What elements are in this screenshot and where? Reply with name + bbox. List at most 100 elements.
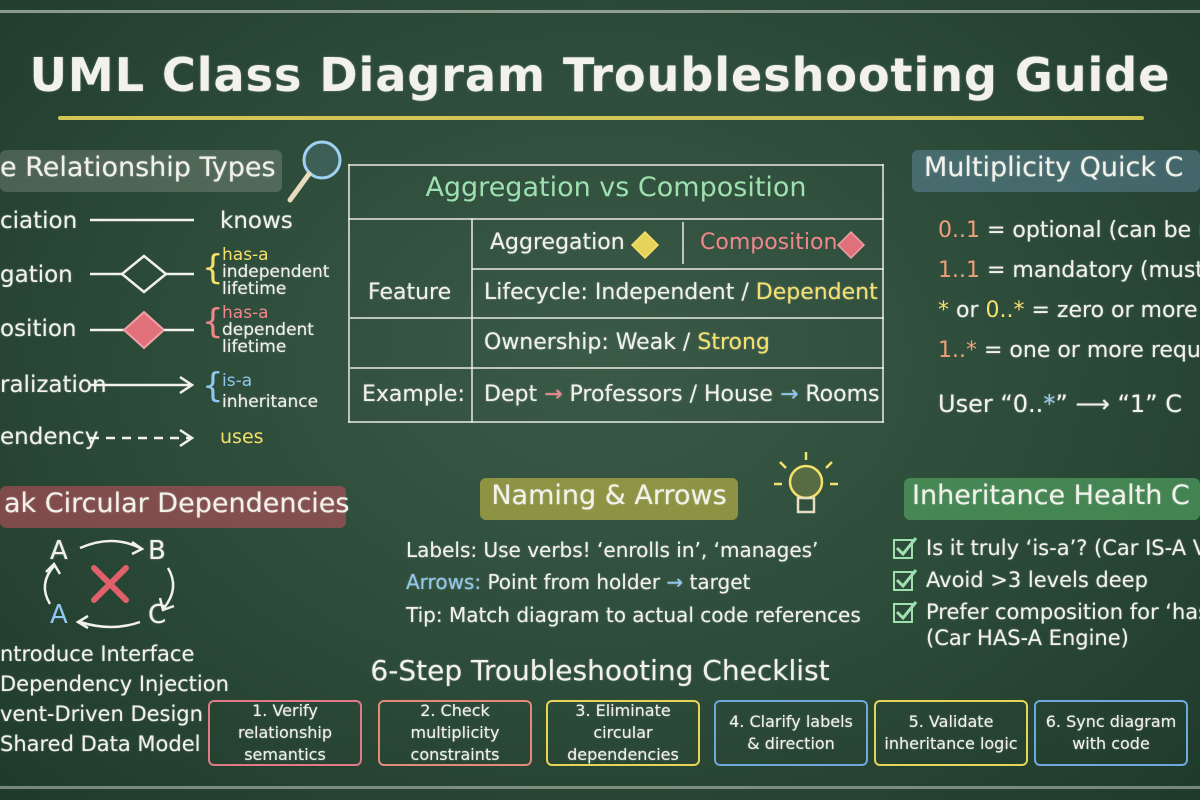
cycle-node: A	[50, 600, 68, 630]
relationship-name: osition	[0, 316, 77, 342]
checklist-step-line: 4. Clarify labels	[729, 712, 853, 731]
example-one: “1”	[1117, 390, 1158, 418]
example-quote: “0..	[1000, 390, 1044, 418]
naming-labels-line: Labels: Use verbs! ‘enrolls in’, ‘manage…	[406, 538, 819, 562]
checklist-step: 4. Clarify labels & direction	[714, 700, 868, 766]
multiplicity-row: 1..1 = mandatory (must e	[938, 258, 1200, 283]
lifecycle-row: Lifecycle: Independent / Dependent	[484, 280, 878, 305]
relationship-types-heading: e Relationship Types	[0, 152, 276, 183]
relationship-name: gation	[0, 262, 73, 288]
checkbox-icon	[893, 537, 918, 559]
checklist-step-line: & direction	[747, 734, 835, 753]
relationship-name: ralization	[0, 372, 107, 398]
relationship-desc: knows	[220, 208, 293, 234]
row-label-feature: Feature	[368, 280, 452, 305]
title-underline	[58, 116, 1144, 120]
table-col-line	[682, 222, 684, 264]
relationship-desc-title: has-a	[222, 245, 269, 265]
multiplicity-example: User “0..*” ⟶ “1” C	[938, 390, 1182, 418]
example-star: *	[1043, 390, 1056, 418]
multiplicity-heading-highlight	[912, 150, 1200, 192]
row-label-example: Example:	[362, 382, 465, 407]
multiplicity-code: 1..1	[938, 258, 980, 283]
circular-fix-item: ntroduce Interface	[0, 642, 195, 666]
arrows-text: Point from holder	[487, 570, 661, 594]
relationship-desc: uses	[220, 426, 264, 448]
cycle-node: B	[148, 536, 166, 566]
multiplicity-code: 0..1	[938, 218, 980, 243]
brace: {	[202, 366, 224, 406]
arrow-icon: →	[779, 382, 799, 407]
inheritance-heading: Inheritance Health C	[912, 480, 1190, 511]
ownership-row: Ownership: Weak / Strong	[484, 330, 770, 355]
example-tail: C	[1165, 390, 1182, 418]
example-professors: Professors / House	[569, 382, 773, 407]
checklist-step-line: with code	[1072, 734, 1150, 753]
relationship-desc-title: is-a	[222, 371, 253, 391]
checklist-step: 2. Check multiplicity constraints	[378, 700, 532, 766]
table-row-line	[350, 367, 884, 369]
column-header-composition: Composition	[700, 230, 838, 255]
table-row-line	[472, 268, 884, 270]
inheritance-check-item: Prefer composition for ‘has-	[926, 600, 1200, 624]
ownership-composition: Strong	[697, 330, 770, 355]
relationship-desc-line: inheritance	[222, 392, 319, 412]
naming-tip-line: Tip: Match diagram to actual code refere…	[406, 603, 861, 627]
composition-diamond-line	[90, 310, 194, 350]
table-border-left	[348, 164, 350, 423]
generalization-arrow	[90, 375, 195, 395]
checklist-step-line: 2. Check multiplicity	[410, 701, 500, 742]
arrow-icon: ⟶	[1075, 390, 1110, 418]
dependency-dashed-arrow	[90, 428, 195, 448]
checklist-step-line: 1. Verify relationship	[237, 701, 333, 742]
inheritance-check-item: Is it truly ‘is-a’? (Car IS-A V	[926, 536, 1200, 560]
association-line	[90, 218, 194, 222]
naming-arrows-line: Arrows: Point from holder → target	[406, 570, 750, 594]
multiplicity-row: 0..1 = optional (can be nu	[938, 218, 1200, 243]
page-title: UML Class Diagram Troubleshooting Guide	[29, 48, 1171, 102]
naming-heading: Naming & Arrows	[491, 480, 727, 511]
lightbulb-icon	[774, 452, 838, 514]
board-frame-bottom	[0, 786, 1200, 789]
table-border-right	[882, 164, 884, 423]
ownership-text: Ownership: Weak /	[484, 330, 691, 355]
arrow-icon: →	[544, 382, 563, 407]
checklist-step-line: 5. Validate	[908, 712, 994, 731]
table-border-top	[348, 164, 884, 166]
checklist-step-line: inheritance logic	[884, 734, 1018, 753]
circular-fix-item: Shared Data Model	[0, 732, 201, 756]
example-dept: Dept	[484, 382, 538, 407]
lifecycle-text: Lifecycle: Independent /	[484, 280, 749, 305]
cycle-node: A	[50, 536, 68, 566]
checkbox-icon	[893, 601, 918, 623]
circular-heading: ak Circular Dependencies	[4, 488, 350, 519]
relationship-name: ciation	[0, 208, 78, 234]
multiplicity-row: * or 0..* = zero or more	[938, 298, 1198, 323]
example-rooms: Rooms	[805, 382, 880, 407]
table-row-line	[350, 317, 884, 319]
table-border-bottom	[348, 421, 884, 423]
inheritance-check-item-cont: (Car HAS-A Engine)	[926, 626, 1129, 650]
circular-fix-item: Dependency Injection	[0, 672, 229, 696]
checklist-step-line: semantics	[244, 745, 326, 764]
composition-diamond-icon	[836, 230, 866, 260]
multiplicity-or: or	[956, 298, 979, 323]
magnifier-icon	[287, 140, 342, 203]
board-frame-top	[0, 10, 1200, 13]
column-header-aggregation: Aggregation	[490, 230, 625, 255]
brace: {	[202, 302, 224, 342]
arrows-target: target	[689, 570, 751, 594]
checklist-heading: 6-Step Troubleshooting Checklist	[370, 654, 830, 687]
table-row-line	[348, 218, 884, 220]
aggregation-diamond-icon	[630, 230, 660, 260]
example-quote-end: ”	[1055, 390, 1068, 418]
circular-fix-item: vent-Driven Design	[0, 702, 203, 726]
relationship-name: endency	[0, 424, 99, 450]
checklist-step-line: constraints	[410, 745, 500, 764]
circular-heading-highlight	[0, 486, 346, 528]
multiplicity-code: 1..*	[938, 338, 977, 363]
multiplicity-text: = mandatory (must e	[986, 258, 1200, 283]
arrow-icon: →	[666, 570, 684, 594]
